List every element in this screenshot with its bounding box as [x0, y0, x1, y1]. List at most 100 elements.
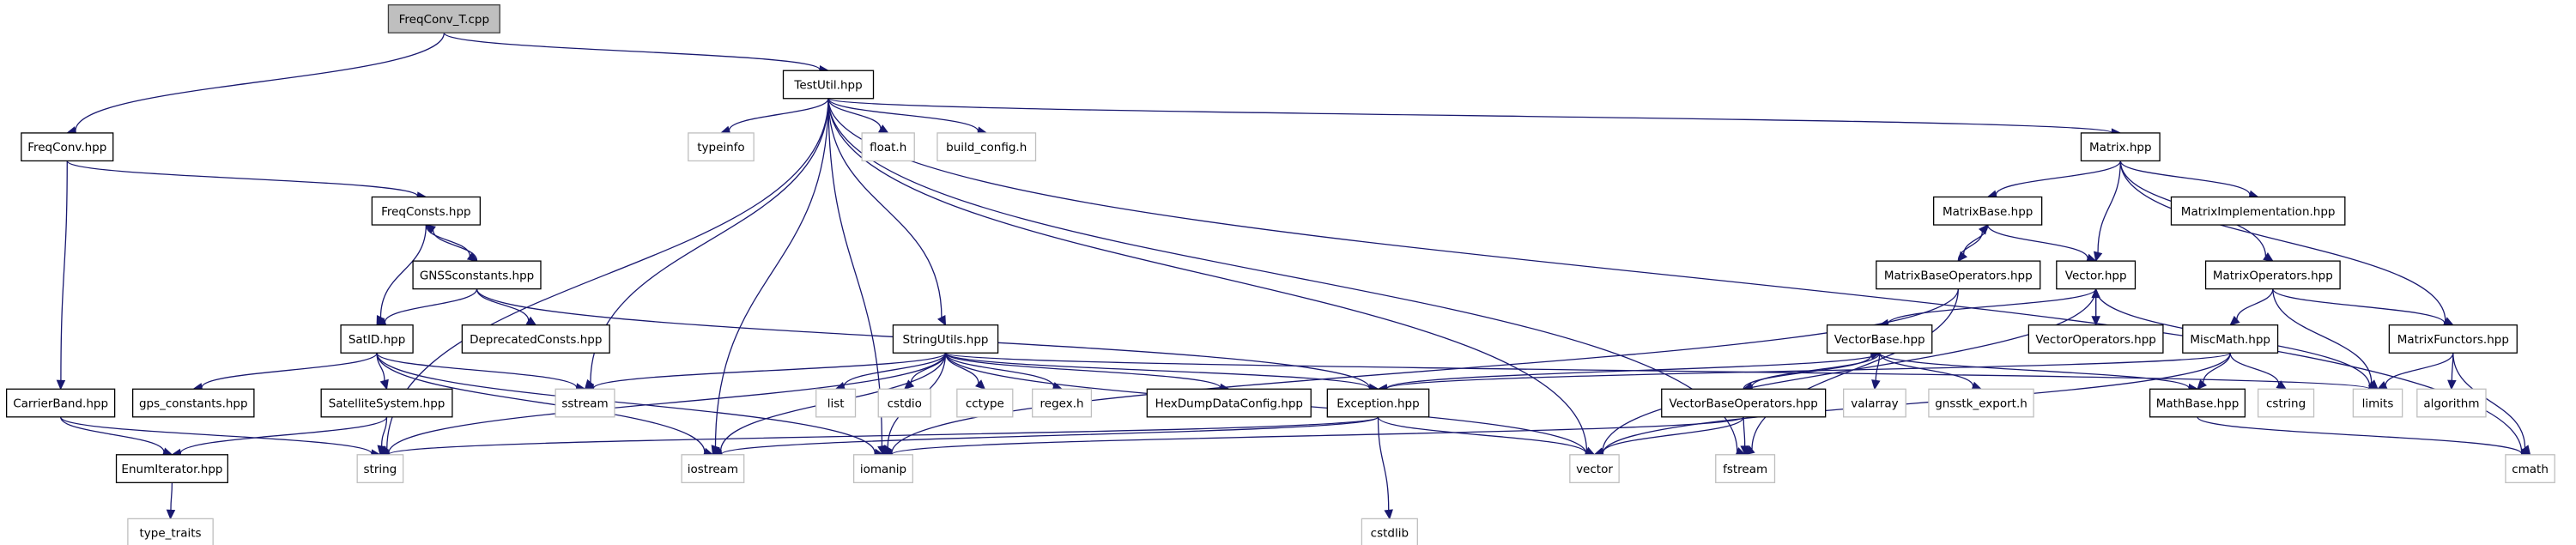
- include-edge-freqconv-t-cpp-to-testutil-hpp: [443, 32, 830, 75]
- node-box: [1933, 196, 2043, 226]
- include-edge-freqconsts-hpp-to-gnssconstants-hpp: [425, 224, 478, 262]
- node-label: StringUtils.hpp: [903, 333, 989, 347]
- edge-arrowhead: [903, 379, 915, 391]
- include-edge-matrix-hpp-to-matrixfunctors-hpp: [2119, 160, 2454, 326]
- include-edge-vectoroperators-hpp-to-vector-hpp: [2091, 288, 2100, 325]
- node-freqconv-hpp[interactable]: FreqConv.hpp: [21, 132, 114, 162]
- node-label: float.h: [870, 141, 906, 154]
- edge-line: [476, 288, 530, 321]
- node-matriximplementation-hpp[interactable]: MatrixImplementation.hpp: [2170, 196, 2346, 226]
- edge-arrowhead: [425, 224, 436, 234]
- edge-line: [425, 224, 471, 257]
- edge-line: [388, 416, 1379, 456]
- edge-line: [59, 416, 373, 455]
- include-edge-testutil-hpp-to-iostream: [711, 98, 829, 456]
- include-edge-matrix-hpp-to-matrixbase-hpp: [1986, 160, 2121, 199]
- include-edge-freqconv-t-cpp-to-freqconv-hpp: [66, 33, 445, 136]
- node-matrixfunctors-hpp[interactable]: MatrixFunctors.hpp: [2388, 324, 2518, 354]
- include-edge-testutil-hpp-to-build-config-h: [827, 98, 988, 136]
- node-testutil-hpp[interactable]: TestUtil.hpp: [782, 70, 875, 100]
- edge-line: [827, 98, 979, 132]
- edge-line: [443, 32, 821, 70]
- edge-line: [388, 353, 947, 454]
- include-edge-exception-hpp-to-cstdlib: [1377, 416, 1393, 520]
- node-fstream: fstream: [1715, 454, 1776, 483]
- edge-line: [1995, 160, 2121, 196]
- edge-arrowhead: [2229, 315, 2240, 326]
- edge-line: [2236, 288, 2274, 320]
- edge-line: [827, 98, 2523, 453]
- node-build-config-h: build_config.h: [936, 132, 1037, 162]
- node-matrix-hpp[interactable]: Matrix.hpp: [2080, 132, 2161, 162]
- node-box: [892, 324, 999, 354]
- node-label: algorithm: [2423, 397, 2479, 411]
- edge-arrowhead: [466, 251, 478, 262]
- edge-line: [1377, 416, 1587, 454]
- edge-arrowhead: [2091, 288, 2100, 299]
- node-box: [131, 388, 255, 418]
- node-gnssconstants-hpp[interactable]: GNSSconstants.hpp: [412, 260, 542, 290]
- edge-arrowhead: [2094, 251, 2103, 263]
- include-edge-gnssconstants-hpp-to-freqconsts-hpp: [425, 224, 478, 262]
- node-enumiterator-hpp[interactable]: EnumIterator.hpp: [115, 454, 229, 483]
- edge-arrowhead: [1384, 509, 1393, 520]
- edge-line: [944, 352, 2370, 390]
- node-carrierband-hpp[interactable]: CarrierBand.hpp: [5, 388, 116, 418]
- node-miscmath-hpp[interactable]: MiscMath.hpp: [2182, 324, 2279, 354]
- node-matrixbase-hpp[interactable]: MatrixBase.hpp: [1933, 196, 2043, 226]
- node-box: [1326, 388, 1430, 418]
- edge-arrowhead: [2197, 378, 2207, 391]
- edge-line: [1743, 416, 1746, 446]
- include-edge-vectorbase-hpp-to-gnsstk-export-h: [1879, 353, 1983, 391]
- include-edge-matrix-hpp-to-vector-hpp: [2094, 160, 2121, 263]
- edge-line: [720, 416, 1379, 455]
- node-vectorbase-hpp[interactable]: VectorBase.hpp: [1826, 324, 1933, 354]
- node-deprecatedconsts-hpp[interactable]: DeprecatedConsts.hpp: [461, 324, 610, 354]
- edge-line: [1377, 416, 1390, 511]
- include-edge-gnssconstants-hpp-to-deprecatedconsts-hpp: [476, 288, 537, 326]
- node-vectorbaseoperators-hpp[interactable]: VectorBaseOperators.hpp: [1661, 388, 1827, 418]
- node-label: MatrixImplementation.hpp: [2181, 205, 2336, 219]
- edge-arrowhead: [2263, 251, 2274, 262]
- node-box: [681, 454, 745, 483]
- edge-line: [2272, 288, 2373, 384]
- edge-arrowhead: [937, 314, 947, 326]
- include-edge-matrixfunctors-hpp-to-algorithm: [2447, 353, 2457, 391]
- node-satellitesystem-hpp[interactable]: SatelliteSystem.hpp: [320, 388, 453, 418]
- include-edge-exception-hpp-to-vector: [1377, 416, 1596, 458]
- include-edge-satellitesystem-hpp-to-string: [377, 416, 388, 457]
- node-vector-hpp[interactable]: Vector.hpp: [2056, 260, 2137, 290]
- node-box: [936, 132, 1037, 162]
- node-exception-hpp[interactable]: Exception.hpp: [1326, 388, 1430, 418]
- include-edge-matrixoperators-hpp-to-matrixfunctors-hpp: [2272, 288, 2455, 328]
- include-edge-vectorbaseoperators-hpp-to-fstream: [1740, 416, 1749, 457]
- include-edge-freqconv-hpp-to-carrierband-hpp: [56, 160, 68, 391]
- node-stringutils-hpp[interactable]: StringUtils.hpp: [892, 324, 999, 354]
- node-label: SatelliteSystem.hpp: [329, 397, 445, 411]
- edge-line: [944, 352, 1221, 389]
- node-label: DeprecatedConsts.hpp: [470, 333, 602, 347]
- node-hexdumpdataconfig-hpp[interactable]: HexDumpDataConfig.hpp: [1146, 388, 1312, 418]
- include-edge-carrierband-hpp-to-enumiterator-hpp: [59, 416, 173, 457]
- node-vectoroperators-hpp[interactable]: VectorOperators.hpp: [2027, 324, 2164, 354]
- edge-arrowhead: [1744, 445, 1755, 456]
- node-freqconv-t-cpp[interactable]: FreqConv_T.cpp: [387, 4, 500, 33]
- include-edge-vectorbaseoperators-hpp-to-iomanip: [882, 416, 1744, 459]
- node-box: [1569, 454, 1620, 483]
- edge-line: [2197, 416, 2523, 455]
- node-sstream: sstream: [555, 388, 615, 418]
- node-gps-constants-hpp[interactable]: gps_constants.hpp: [131, 388, 255, 418]
- node-satid-hpp[interactable]: SatID.hpp: [340, 324, 414, 354]
- edge-line: [592, 352, 947, 389]
- node-freqconsts-hpp[interactable]: FreqConsts.hpp: [371, 196, 481, 226]
- node-mathbase-hpp[interactable]: MathBase.hpp: [2149, 388, 2246, 418]
- edge-line: [843, 352, 947, 387]
- node-matrixbaseoperators-hpp[interactable]: MatrixBaseOperators.hpp: [1876, 260, 2041, 290]
- node-label: HexDumpDataConfig.hpp: [1155, 397, 1303, 411]
- node-label: build_config.h: [946, 141, 1027, 154]
- node-label: MatrixFunctors.hpp: [2397, 333, 2509, 347]
- node-matrixoperators-hpp[interactable]: MatrixOperators.hpp: [2204, 260, 2341, 290]
- edge-line: [827, 98, 943, 318]
- edge-line: [386, 98, 829, 450]
- edge-line: [60, 160, 68, 381]
